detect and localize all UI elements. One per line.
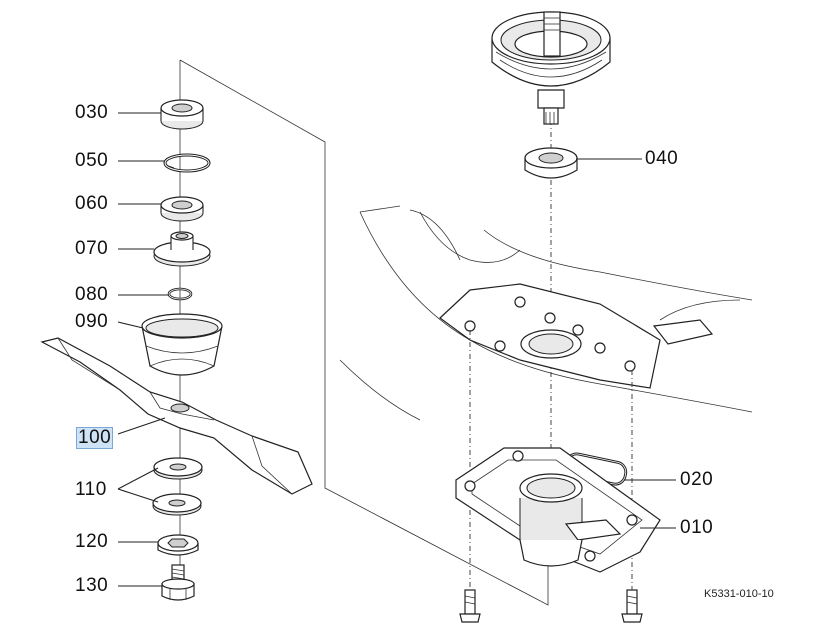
callout-020[interactable]: 020: [680, 469, 714, 490]
plate-bolt-right: [621, 589, 643, 623]
part-050-snap-ring[interactable]: [163, 153, 211, 173]
part-010-case-plate[interactable]: [455, 447, 661, 573]
callout-100[interactable]: 100: [75, 427, 114, 449]
part-090-blade-cup[interactable]: [141, 313, 223, 376]
part-110-washer-lower[interactable]: [152, 493, 202, 516]
callout-110[interactable]: 110: [75, 479, 107, 500]
callout-040[interactable]: 040: [645, 148, 679, 169]
pulley-assembly: [491, 11, 611, 125]
callout-010[interactable]: 010: [680, 517, 714, 538]
part-030-bearing[interactable]: [160, 99, 204, 130]
mower-deck-outline: [339, 205, 753, 421]
callout-090[interactable]: 090: [75, 311, 109, 332]
part-070-collar[interactable]: [153, 231, 211, 267]
drawing-code: K5331-010-10: [704, 588, 774, 600]
callout-080[interactable]: 080: [75, 284, 109, 305]
part-060-oil-seal[interactable]: [160, 196, 204, 222]
callout-060[interactable]: 060: [75, 193, 109, 214]
plate-bolt-left: [459, 589, 481, 623]
part-040-bearing[interactable]: [524, 147, 578, 179]
callout-030[interactable]: 030: [75, 102, 109, 123]
part-100-blade[interactable]: [40, 337, 313, 495]
part-120-nut[interactable]: [157, 534, 199, 556]
callout-130[interactable]: 130: [75, 575, 109, 596]
callout-070[interactable]: 070: [75, 238, 109, 259]
part-130-bolt[interactable]: [161, 564, 195, 601]
part-080-ring[interactable]: [167, 287, 193, 301]
part-110-washer-upper[interactable]: [153, 457, 203, 480]
callout-050[interactable]: 050: [75, 150, 109, 171]
callout-120[interactable]: 120: [75, 531, 109, 552]
